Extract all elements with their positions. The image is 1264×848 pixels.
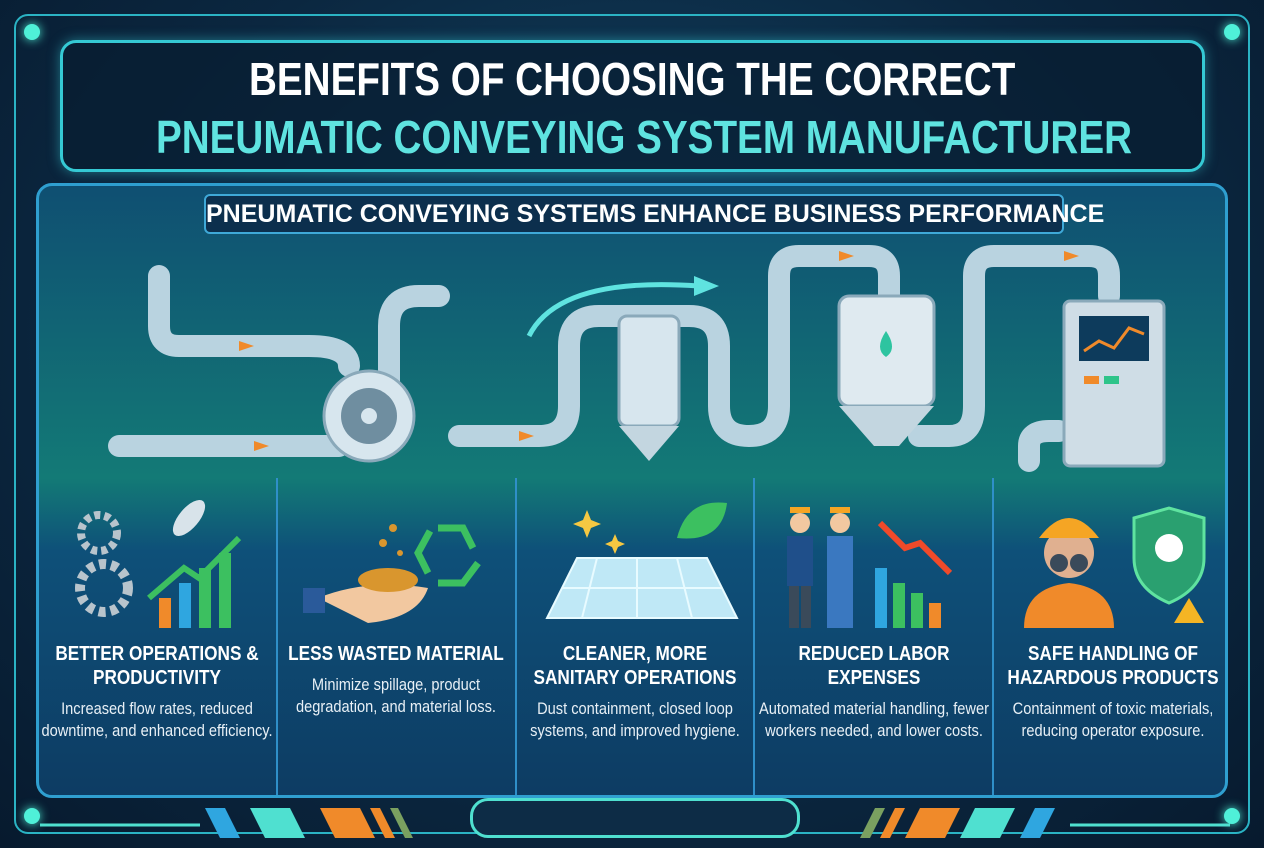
corner-dot [1224, 808, 1240, 824]
pneumatic-system-illustration [108, 245, 1166, 472]
clean-floor-leaf-icon [544, 502, 739, 619]
benefits-row: BETTER OPERATIONS & PRODUCTIVITY Increas… [39, 478, 1225, 795]
benefit-heading: CLEANER, MORE SANITARY OPERATIONS [533, 643, 737, 689]
filter-icon [617, 314, 681, 461]
flow-arrow-icon [526, 282, 700, 338]
benefit-description: Dust containment, closed loop systems, a… [530, 699, 740, 740]
hand-material-recycle-icon [302, 524, 481, 623]
control-panel-icon [1062, 299, 1166, 468]
hazmat-worker-skull-shield-icon [1024, 506, 1206, 628]
benefit-heading: LESS WASTED MATERIAL [288, 643, 505, 665]
blower-outlet-pipe [378, 285, 450, 407]
benefit-heading: BETTER OPERATIONS & PRODUCTIVITY [55, 643, 260, 689]
title-line-2: PNEUMATIC CONVEYING SYSTEM MANUFACTURER [155, 111, 1133, 163]
benefit-heading: SAFE HANDLING OF HAZARDOUS PRODUCTS [1006, 643, 1219, 689]
silo-icon [837, 294, 936, 446]
main-panel: PNEUMATIC CONVEYING SYSTEMS ENHANCE BUSI… [36, 183, 1228, 798]
benefit-card: REDUCED LABOR EXPENSES Automated materia… [755, 478, 995, 795]
subtitle-banner: PNEUMATIC CONVEYING SYSTEMS ENHANCE BUSI… [204, 194, 1104, 234]
benefit-heading: REDUCED LABOR EXPENSES [798, 643, 950, 689]
footer-pill [470, 798, 800, 838]
benefit-card: SAFE HANDLING OF HAZARDOUS PRODUCTS Cont… [994, 478, 1225, 795]
gears-rocket-growth-chart-icon [75, 499, 242, 628]
corner-dot [1224, 24, 1240, 40]
footer-decoration [40, 808, 1230, 838]
benefit-card: LESS WASTED MATERIAL Minimize spillage, … [278, 478, 517, 795]
inlet-pipe [148, 265, 360, 377]
workers-declining-chart-icon [787, 507, 953, 628]
title-line-1: BENEFITS OF CHOOSING THE CORRECT [249, 53, 1016, 105]
corner-dot [24, 24, 40, 40]
blower-icon [322, 369, 416, 463]
benefit-card: BETTER OPERATIONS & PRODUCTIVITY Increas… [39, 478, 278, 795]
benefit-card: CLEANER, MORE SANITARY OPERATIONS Dust c… [517, 478, 756, 795]
benefit-description: Increased flow rates, reduced downtime, … [41, 699, 273, 740]
corner-dot [24, 808, 40, 824]
benefit-description: Containment of toxic materials, reducing… [1012, 699, 1213, 740]
benefit-description: Minimize spillage, product degradation, … [296, 675, 497, 716]
benefit-description: Automated material handling, fewer worke… [758, 699, 989, 740]
title-box: BENEFITS OF CHOOSING THE CORRECT PNEUMAT… [60, 40, 1205, 172]
flow-arrows [239, 251, 1079, 451]
